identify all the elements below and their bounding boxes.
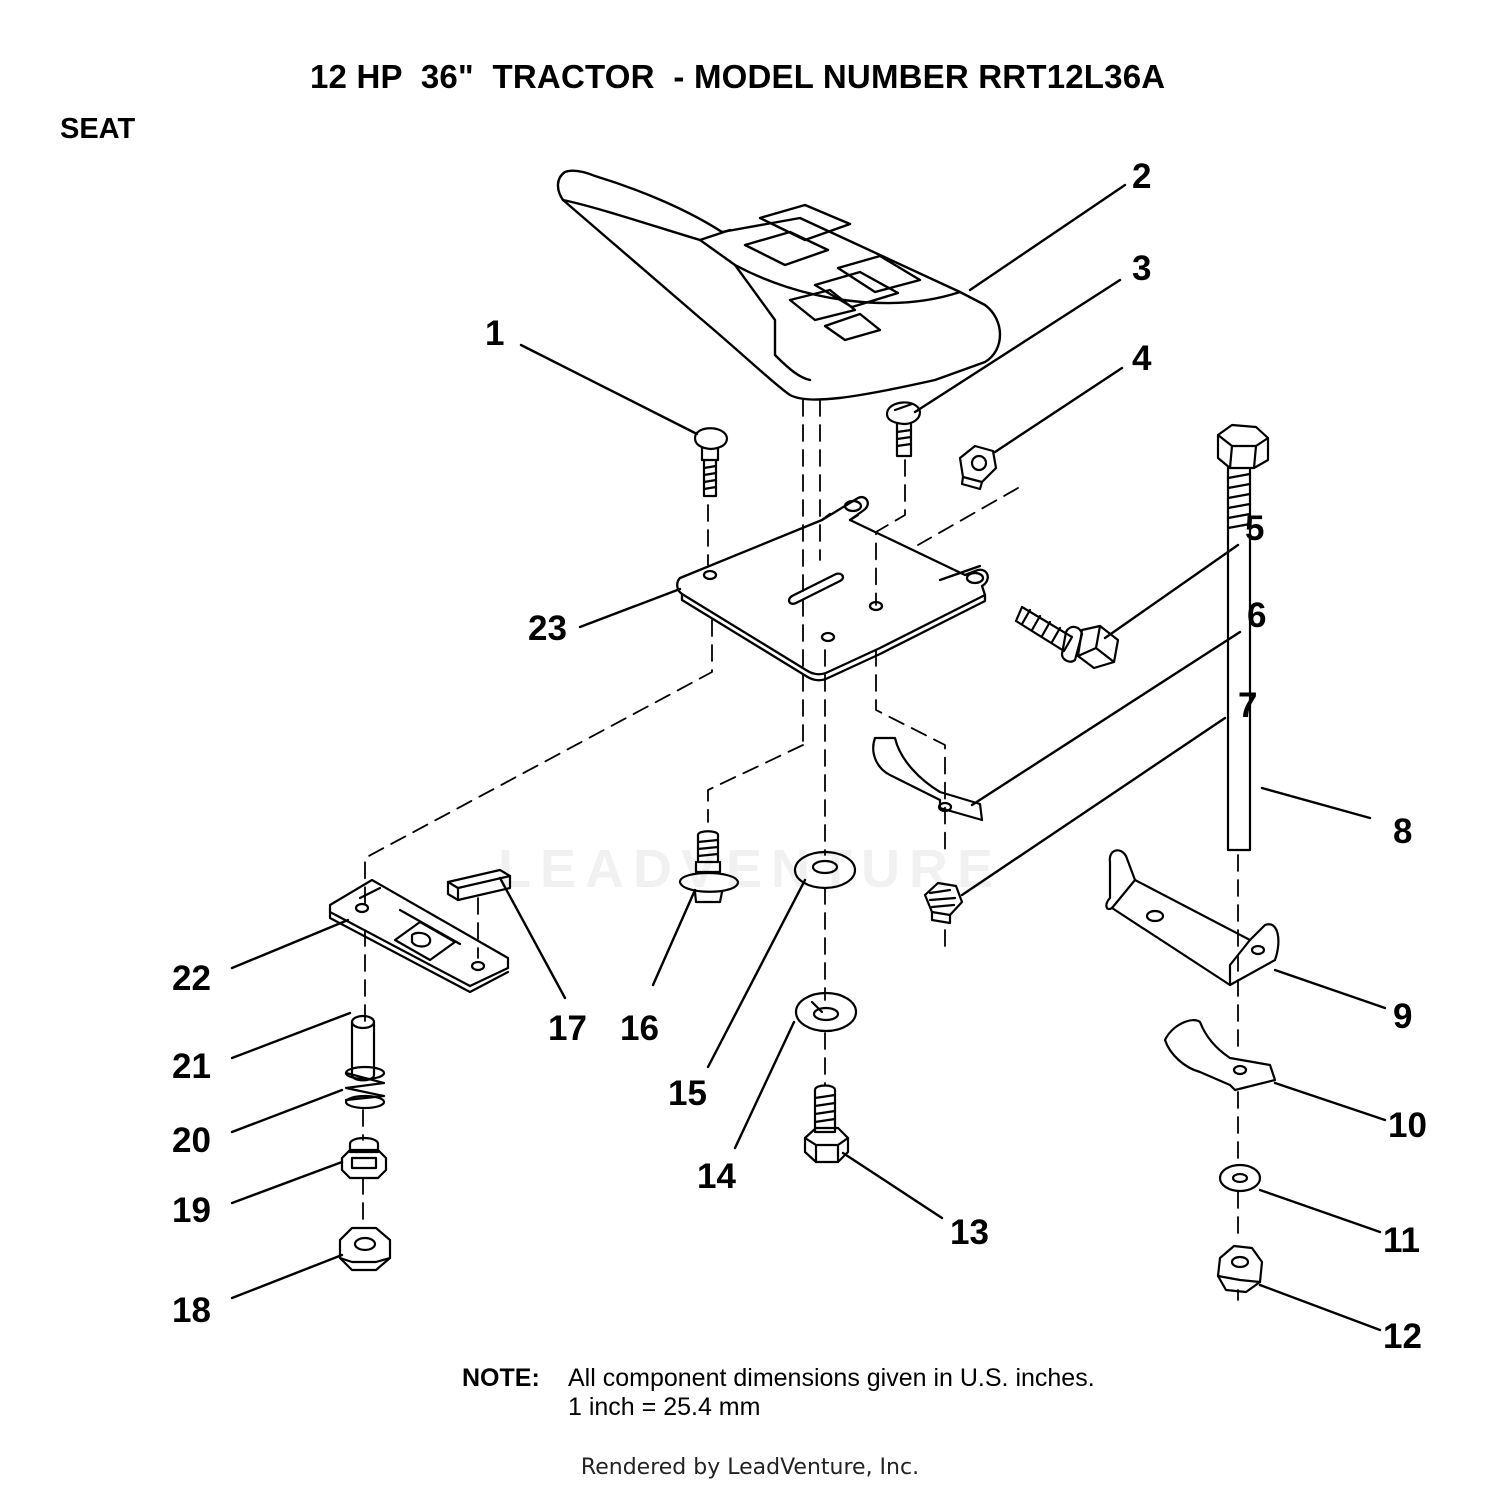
callout-13: 13: [950, 1213, 989, 1252]
callout-6: 6: [1247, 596, 1266, 635]
callout-22: 22: [172, 959, 211, 998]
callout-1: 1: [485, 314, 504, 353]
callout-15: 15: [668, 1074, 707, 1113]
flange-nut-part: [338, 1226, 392, 1272]
shoulder-bolt-part: [678, 830, 740, 904]
clip-part: [872, 736, 984, 822]
note-label: NOTE:: [462, 1364, 540, 1392]
callout-12: 12: [1383, 1317, 1422, 1356]
screw-part: [885, 401, 922, 458]
pin-part: [350, 1014, 376, 1082]
carriage-bolt-part: [693, 427, 729, 498]
note-line-2: 1 inch = 25.4 mm: [568, 1393, 761, 1421]
hex-bolt-part-2: [803, 1084, 850, 1164]
lock-nut-part: [923, 881, 964, 925]
callout-19: 19: [172, 1191, 211, 1230]
hex-nut-part: [958, 444, 998, 491]
callout-3: 3: [1132, 249, 1151, 288]
callout-9: 9: [1393, 997, 1412, 1036]
alignment-lines: [362, 399, 1239, 1301]
callout-21: 21: [172, 1047, 211, 1086]
callout-20: 20: [172, 1121, 211, 1160]
lock-nut-part-2: [1216, 1244, 1264, 1294]
seat-pan-part: [676, 495, 989, 682]
spring-part: [344, 1065, 386, 1110]
latch-plate-part: [328, 878, 510, 994]
callout-4: 4: [1132, 339, 1152, 378]
callout-10: 10: [1388, 1106, 1427, 1145]
section-label: SEAT: [60, 113, 136, 145]
callout-16: 16: [620, 1009, 659, 1048]
callout-5: 5: [1245, 509, 1264, 548]
pad-part: [446, 868, 512, 902]
footer-credit: Rendered by LeadVenture, Inc.: [580, 1455, 920, 1480]
hex-bolt-part: [1014, 605, 1120, 670]
note-text: All component dimensions given in U.S. i…: [568, 1364, 1095, 1422]
callout-7: 7: [1238, 686, 1257, 725]
flat-washer-part: [793, 850, 857, 890]
callout-18: 18: [172, 1291, 211, 1330]
callout-14: 14: [697, 1157, 736, 1196]
lock-washer-part: [794, 991, 858, 1033]
clip-part-2: [1163, 1019, 1277, 1092]
callout-2: 2: [1132, 157, 1151, 196]
bracket-part: [1105, 849, 1280, 987]
hex-bolt-large-part: [1216, 423, 1270, 852]
seat-part: [556, 169, 1002, 401]
callout-11: 11: [1383, 1221, 1420, 1260]
bushing-part: [340, 1136, 388, 1180]
page-title: 12 HP 36" TRACTOR - MODEL NUMBER RRT12L3…: [310, 58, 1166, 95]
callout-23: 23: [528, 609, 567, 648]
leader-lines: [230, 183, 1387, 1332]
note-line-1: All component dimensions given in U.S. i…: [568, 1364, 1095, 1392]
callout-17: 17: [548, 1009, 587, 1048]
watermark: LEADVENTURE: [497, 839, 1003, 899]
washer-part: [1218, 1163, 1262, 1193]
callout-8: 8: [1393, 812, 1412, 851]
